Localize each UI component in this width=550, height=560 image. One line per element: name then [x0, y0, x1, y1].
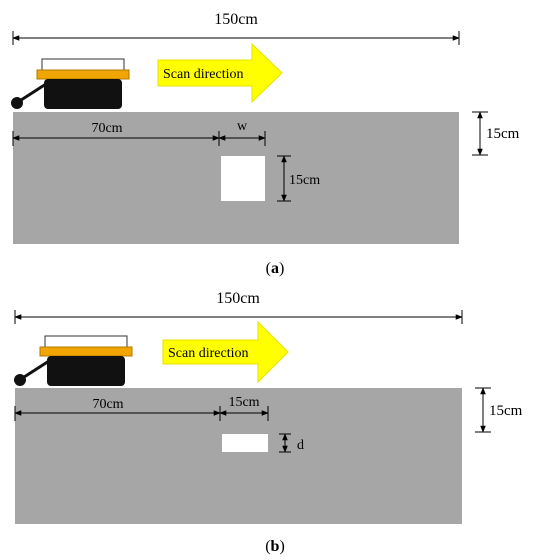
gpr-device-icon — [14, 335, 133, 386]
panel-a: 150cm Scan direction 70cm w — [11, 11, 520, 277]
defect-width-label: 15cm — [228, 395, 259, 410]
defect-void — [221, 156, 265, 201]
scan-direction-arrow: Scan direction — [157, 42, 283, 104]
caption-a: (a) — [266, 260, 285, 277]
defect-width-label: w — [237, 119, 248, 134]
total-width-label: 150cm — [214, 11, 258, 28]
panel-b: 150cm Scan direction 70cm 15cm — [14, 290, 523, 555]
defect-void — [222, 434, 268, 452]
total-width-label: 150cm — [216, 290, 260, 307]
gpr-device-icon — [11, 58, 130, 109]
defect-height-label: 15cm — [289, 173, 320, 188]
scan-direction-label: Scan direction — [163, 67, 243, 82]
slab-thickness-label: 15cm — [489, 403, 523, 419]
scan-direction-arrow: Scan direction — [162, 320, 289, 384]
defect-height-label: d — [297, 438, 304, 453]
offset-label: 70cm — [91, 121, 122, 136]
offset-label: 70cm — [92, 397, 123, 412]
slab-thickness-label: 15cm — [486, 126, 520, 142]
caption-b: (b) — [265, 538, 285, 555]
scan-direction-label: Scan direction — [168, 346, 248, 361]
